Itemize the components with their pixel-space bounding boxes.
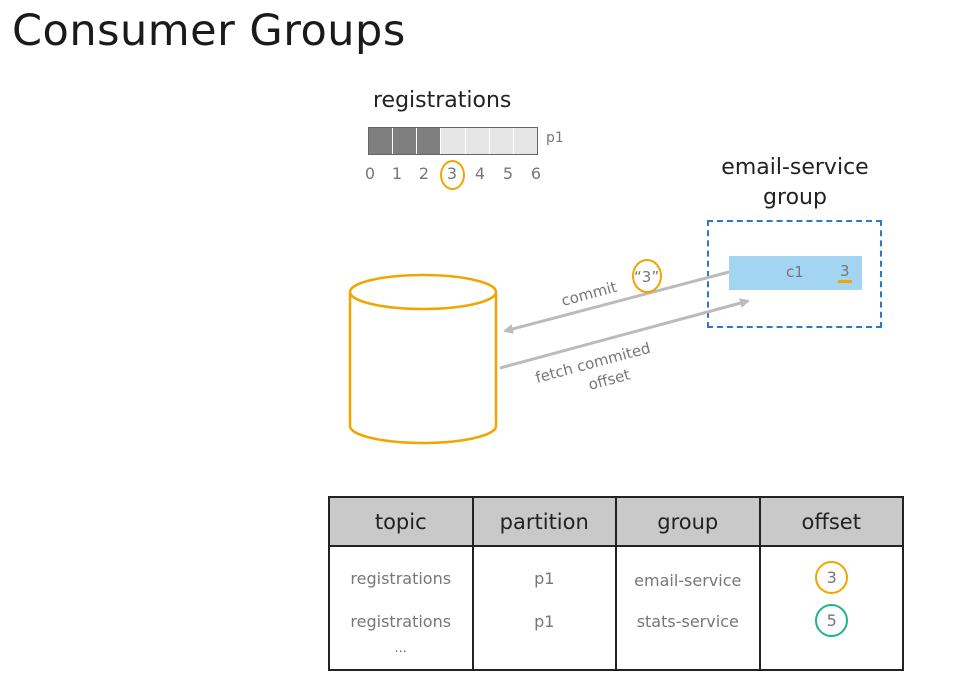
- fetch-arrow: [499, 298, 750, 370]
- group-title-line: group: [763, 185, 827, 210]
- page-title: Consumer Groups: [12, 6, 406, 56]
- table-cell: registrations: [350, 569, 452, 588]
- commit-arrow: [503, 270, 730, 334]
- group-title: email-service group: [700, 153, 890, 213]
- consumer-offset: 3: [838, 263, 852, 283]
- column-header: partition: [471, 496, 617, 547]
- commit-value: “3”: [634, 268, 659, 286]
- more-rows-indicator: ...: [394, 641, 407, 656]
- column-header: group: [615, 496, 761, 547]
- offset-number: 5: [502, 164, 514, 183]
- commit-value-marker: [632, 259, 662, 293]
- table-cell: p1: [534, 569, 555, 588]
- table-header-row: topic partition group offset: [328, 496, 904, 547]
- offset-badge: 3: [815, 561, 849, 594]
- group-column: email-service stats-service: [615, 546, 761, 671]
- table-cell: stats-service: [636, 612, 739, 631]
- column-header: offset: [758, 496, 904, 547]
- offset-number: 1: [391, 164, 403, 183]
- consumer-bar: [729, 256, 862, 290]
- committed-offset-marker: [440, 160, 465, 190]
- partition-cell: [393, 128, 418, 154]
- partition-cell: [417, 128, 442, 154]
- topic-name-label: registrations: [373, 88, 512, 113]
- consumer-name: c1: [786, 263, 804, 281]
- partition-cell: [489, 128, 514, 154]
- cylinder-icon: [348, 273, 498, 445]
- partition-strip: [368, 127, 538, 155]
- topic-column: registrations registrations ...: [328, 546, 474, 671]
- partition-cell: [465, 128, 490, 154]
- partition-cell: [441, 128, 466, 154]
- offset-number: 6: [530, 164, 542, 183]
- offset-number: 2: [418, 164, 430, 183]
- partition-column: p1 p1: [471, 546, 617, 671]
- table-row: registrations registrations ... p1 p1 em…: [328, 546, 904, 671]
- offset-badge: 5: [815, 604, 849, 637]
- consumer-group-box: [707, 220, 882, 328]
- group-title-line: email-service: [721, 155, 869, 180]
- offset-column: 3 5: [758, 546, 904, 671]
- commit-label: commit: [559, 278, 619, 310]
- table-cell: p1: [534, 612, 555, 631]
- table-cell: email-service: [634, 571, 742, 590]
- column-header: topic: [328, 496, 474, 547]
- partition-name: p1: [546, 130, 564, 146]
- offset-number: 4: [474, 164, 486, 183]
- table-cell: registrations: [350, 612, 452, 631]
- partition-cell: [369, 128, 394, 154]
- offsets-table: topic partition group offset registratio…: [328, 496, 904, 671]
- offset-number: 0: [364, 164, 376, 183]
- partition-cell: [513, 128, 537, 154]
